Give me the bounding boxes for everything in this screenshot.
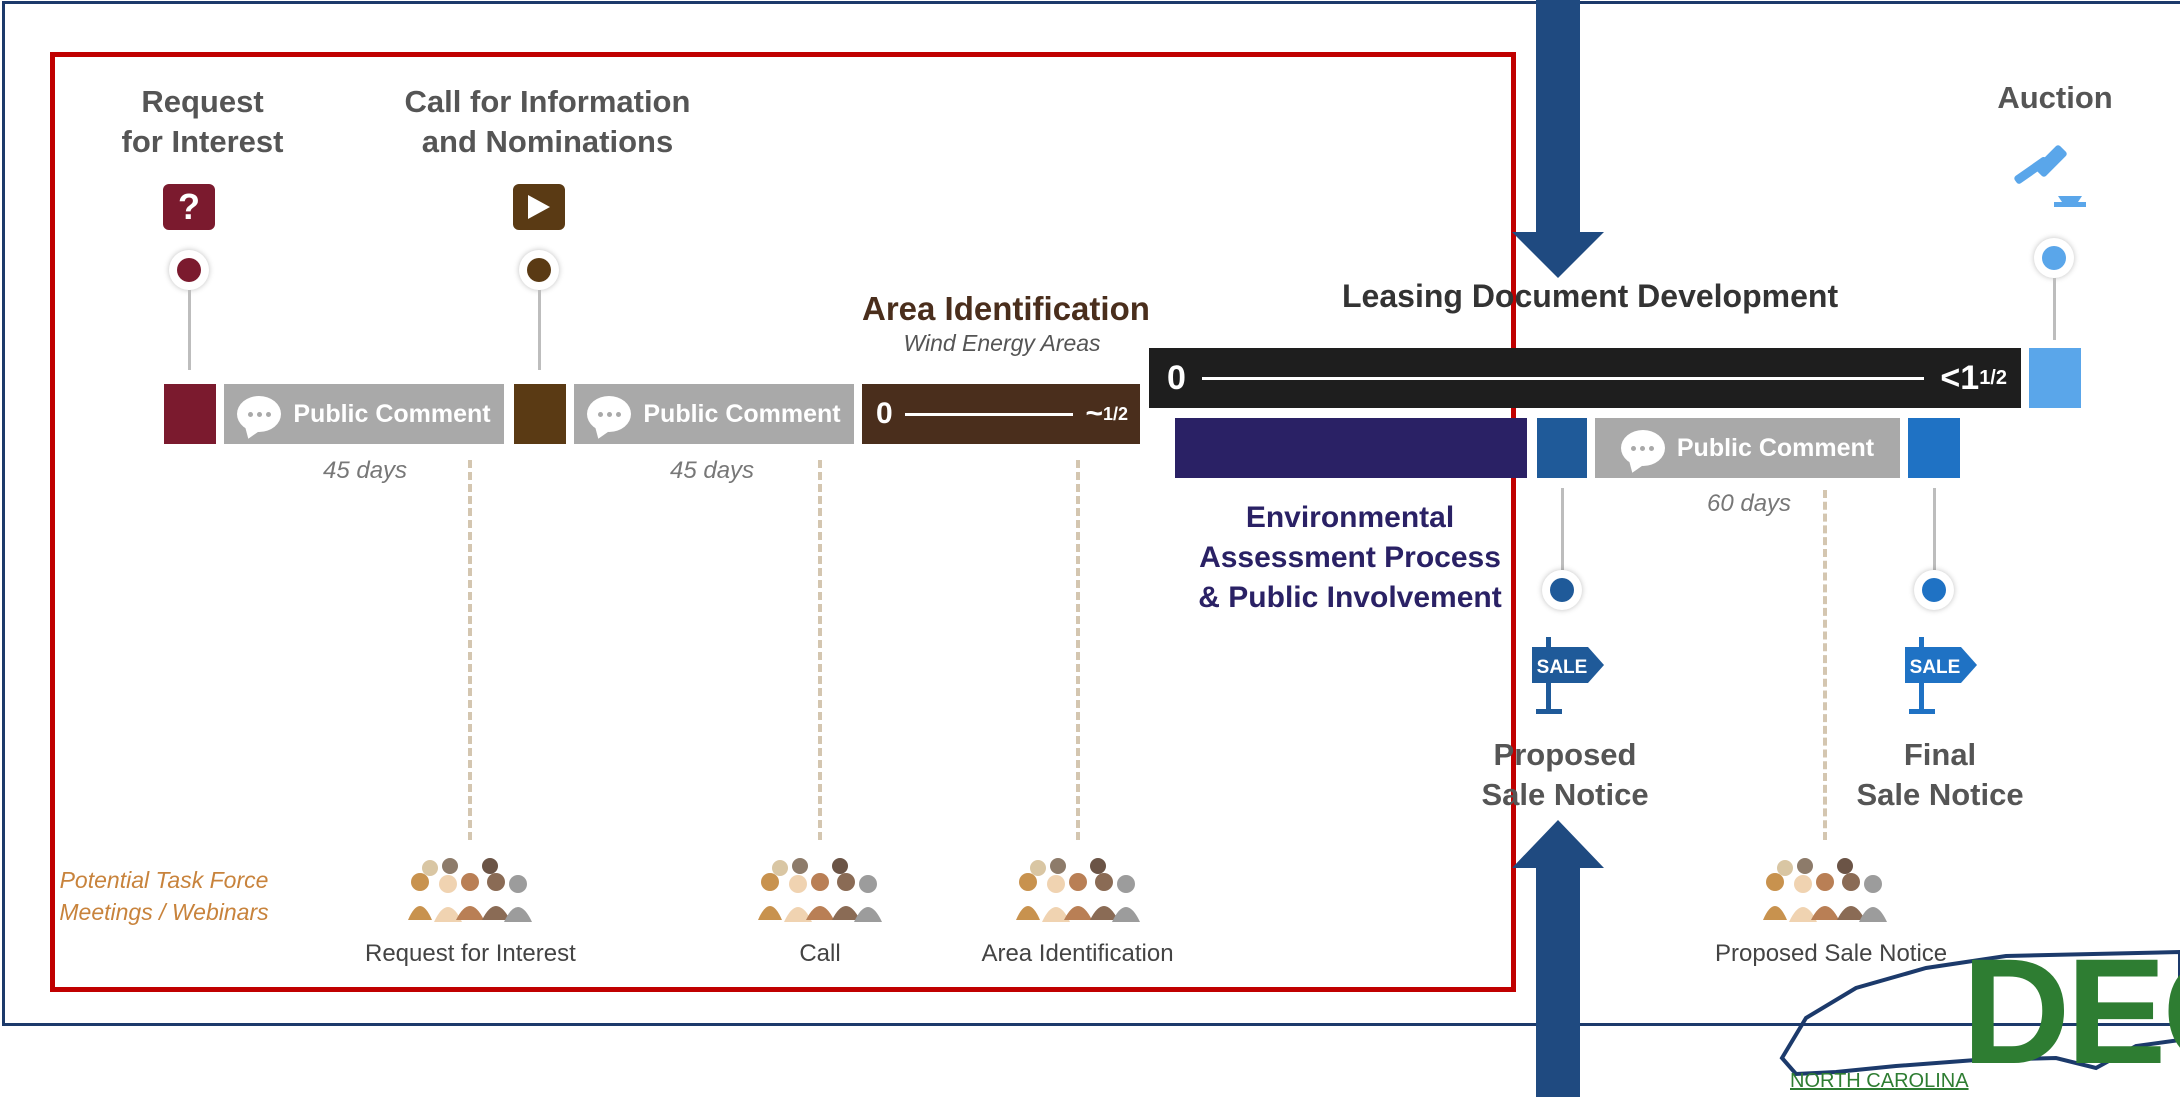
request-marker-bar (164, 384, 216, 444)
days-label-3: 60 days (1707, 490, 1792, 517)
auction-marker-bar (2029, 348, 2081, 408)
auction-label: Auction (1997, 80, 2113, 115)
leasing-title: Leasing Document Development (1342, 278, 1839, 314)
env-assessment-label: Environmental Assessment Process & Publi… (1198, 501, 1502, 614)
dashed-line-call (818, 460, 822, 840)
days-label-2: 45 days (670, 457, 755, 484)
down-arrow-icon (1512, 0, 1604, 278)
env-assessment-bar (1175, 418, 1527, 478)
leasing-scale-frac: 1/2 (1979, 366, 2007, 389)
final-sale-label: Final Sale Notice (1856, 737, 2024, 812)
leasing-scale-bar: 0 <1 1/2 (1149, 348, 2021, 408)
call-stem (538, 290, 541, 370)
request-dot (169, 250, 209, 290)
nc-state-outline-icon (1779, 949, 2180, 1077)
group-label-request: Request for Interest (365, 940, 576, 967)
proposed-sale-stem (1561, 488, 1564, 570)
area-id-scale-bar: 0 ~ 1/2 (862, 384, 1140, 444)
auction-dot (2034, 238, 2074, 278)
final-sale-stem (1933, 488, 1936, 570)
chat-bubble-icon (1620, 430, 1665, 466)
area-id-title: Area Identification (862, 290, 1150, 327)
outer-frame (2, 1, 2180, 1026)
request-stem (188, 290, 191, 370)
dashed-line-area (1076, 460, 1080, 840)
call-info-label: Call for Information and Nominations (404, 84, 691, 159)
dashed-line-proposed (1823, 490, 1827, 840)
public-comment-label: Public Comment (643, 399, 841, 428)
people-group-icon (408, 858, 532, 922)
area-scale-start: 0 (876, 397, 893, 430)
chat-bubble-icon (237, 396, 282, 432)
deq-logo-caption: NORTH CAROLINA (1790, 1070, 1969, 1092)
group-label-proposed: Proposed Sale Notice (1715, 940, 1948, 967)
question-icon: ? (163, 184, 215, 230)
auction-stem (2053, 278, 2056, 340)
sale-sign-icon: SALE (1901, 635, 1981, 715)
area-id-subtitle: Wind Energy Areas (903, 330, 1101, 356)
final-sale-marker-bar (1908, 418, 1960, 478)
call-marker-bar (514, 384, 566, 444)
people-group-icon (758, 858, 882, 922)
public-comment-bar-3: Public Comment (1595, 418, 1900, 478)
leasing-scale-line (1201, 376, 1925, 380)
public-comment-bar-1: Public Comment (224, 384, 504, 444)
call-dot (519, 250, 559, 290)
proposed-sale-dot (1542, 570, 1582, 610)
play-icon (513, 184, 565, 230)
proposed-sale-label: Proposed Sale Notice (1481, 737, 1649, 812)
dashed-line-request (468, 460, 472, 840)
request-interest-label: Request for Interest (121, 84, 284, 159)
svg-text:SALE: SALE (1910, 657, 1961, 678)
public-comment-bar-2: Public Comment (574, 384, 854, 444)
area-scale-line (904, 412, 1074, 416)
area-scale-frac: 1/2 (1102, 403, 1128, 424)
group-label-call: Call (799, 940, 841, 967)
task-force-label: Potential Task Force Meetings / Webinars (59, 867, 269, 925)
area-scale-end: ~ (1085, 397, 1103, 430)
chat-bubble-icon (587, 396, 632, 432)
group-label-area: Area Identification (981, 940, 1174, 967)
sale-sign-icon: SALE (1528, 635, 1608, 715)
leasing-scale-start: 0 (1167, 358, 1186, 397)
people-group-icon (1763, 858, 1887, 922)
highlight-frame (50, 52, 1516, 992)
proposed-sale-marker-bar (1537, 418, 1587, 478)
deq-logo: DEQ NORTH CAROLINA (1776, 936, 2180, 1097)
gavel-icon (2010, 138, 2090, 208)
deq-logo-text: DEQ (1962, 927, 2180, 1095)
public-comment-label: Public Comment (1676, 433, 1875, 462)
up-arrow-icon (1512, 820, 1604, 1097)
people-group-icon (1016, 858, 1140, 922)
svg-text:SALE: SALE (1537, 657, 1588, 678)
days-label-1: 45 days (323, 457, 408, 484)
public-comment-label: Public Comment (293, 399, 491, 428)
final-sale-dot (1914, 570, 1954, 610)
leasing-scale-end: <1 (1940, 358, 1980, 397)
